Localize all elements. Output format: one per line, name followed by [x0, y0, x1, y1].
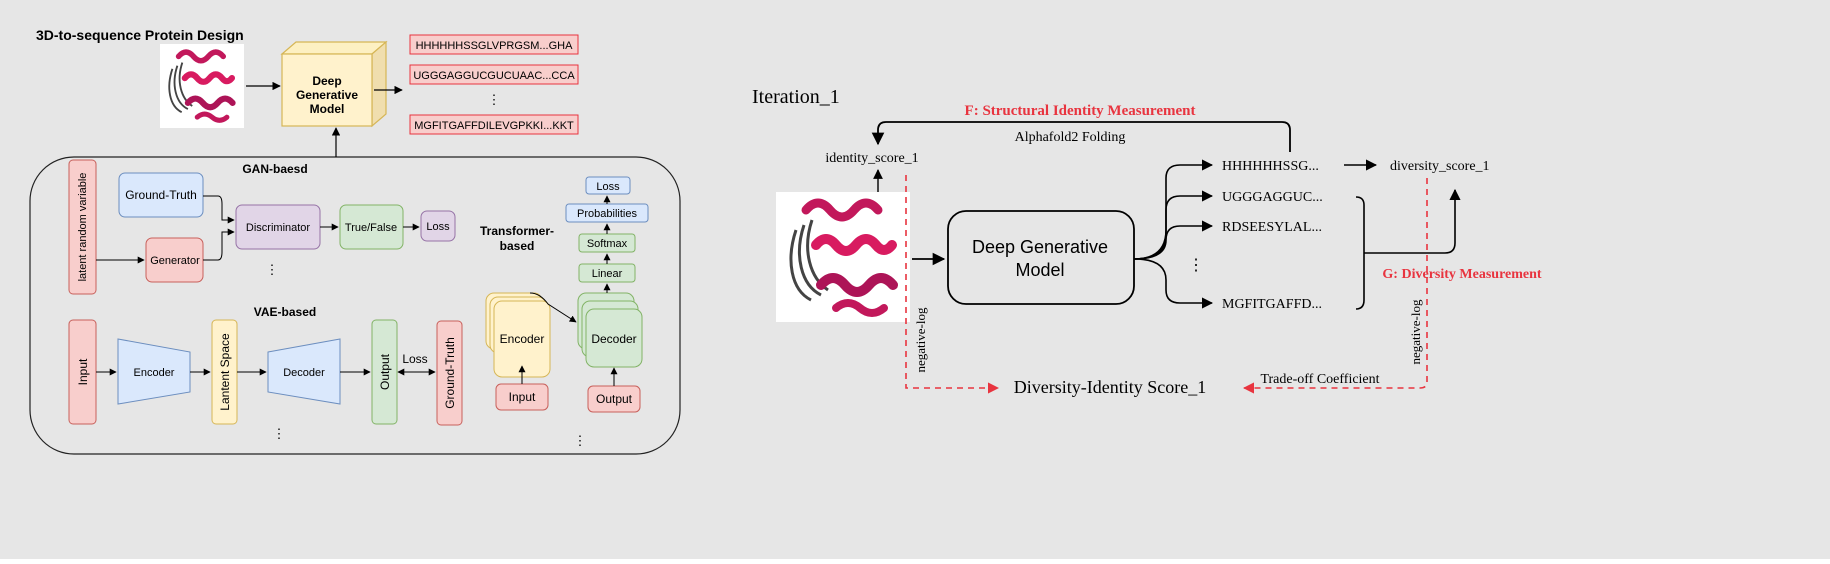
tradeoff-coefficient: Trade-off Coefficient [1260, 372, 1379, 387]
output-sequence-3: MGFITGAFFDILEVGPKKI...KKT [409, 114, 579, 135]
transformer-decoder-stack: Decoder [577, 292, 643, 368]
svg-text:Output: Output [596, 392, 633, 406]
models-container [29, 156, 681, 455]
latent-space-box: Lantent Space [211, 319, 238, 425]
arrow-gen-discriminator [203, 228, 235, 261]
svg-text:Decoder: Decoder [283, 367, 325, 379]
latent-variable-box: latent random variable [68, 159, 97, 295]
gan-ellipsis: ⋮ [266, 262, 279, 277]
svg-text:MGFITGAFFDILEVGPKKI...KKT: MGFITGAFFDILEVGPKKI...KKT [414, 120, 574, 132]
gan-ground-truth-box: Ground-Truth [118, 172, 204, 218]
vae-decoder: Decoder [267, 338, 341, 405]
arrow-encoder-decoder [529, 292, 577, 323]
arrow-folding-loop [871, 121, 1291, 152]
svg-text:Model: Model [1015, 260, 1064, 280]
right-panel-bg [742, 0, 1830, 559]
sequence-2: UGGGAGGUC... [1222, 190, 1323, 205]
diversity-identity-score: Diversity-Identity Score_1 [1014, 377, 1206, 397]
transformer-title-1: Transformer- [480, 224, 554, 238]
svg-text:Ground-Truth: Ground-Truth [443, 337, 457, 409]
sequence-ellipsis: ⋮ [1188, 257, 1204, 274]
linear-box: Linear [578, 263, 636, 283]
iteration-label: Iteration_1 [752, 86, 840, 108]
svg-text:HHHHHHSSGLVPRGSM...GHA: HHHHHHSSGLVPRGSM...GHA [416, 40, 574, 52]
svg-text:Loss: Loss [426, 221, 450, 233]
structural-identity-label: F: Structural Identity Measurement [965, 103, 1196, 119]
svg-text:Output: Output [378, 353, 392, 390]
dashed-identity-to-combined [905, 175, 1000, 394]
svg-text:Deep Generative: Deep Generative [972, 237, 1108, 257]
svg-text:latent random variable: latent random variable [77, 173, 89, 282]
discriminator-box: Discriminator [235, 204, 321, 250]
identity-score: identity_score_1 [825, 151, 918, 166]
arrow-bracket-diversity [1364, 188, 1461, 254]
svg-text:UGGGAGGUCGUCUAAC...CCA: UGGGAGGUCGUCUAAC...CCA [413, 70, 575, 82]
diversity-score: diversity_score_1 [1390, 159, 1490, 174]
generator-box: Generator [145, 237, 204, 283]
vae-loss-label: Loss [402, 352, 427, 366]
true-false-box: True/False [339, 204, 404, 250]
output-sequence-1: HHHHHHSSGLVPRGSM...GHA [409, 34, 579, 55]
svg-text:Generator: Generator [150, 255, 200, 267]
transformer-loss-box: Loss [585, 176, 631, 195]
probabilities-box: Probabilities [565, 203, 649, 223]
vae-ground-truth-box: Ground-Truth [436, 320, 463, 426]
deep-model-line2: Generative [296, 88, 358, 102]
deep-generative-model-right: Deep Generative Model [947, 210, 1135, 305]
alphafold-label: Alphafold2 Folding [1015, 130, 1126, 145]
svg-text:True/False: True/False [345, 222, 397, 234]
output-sequence-2: UGGGAGGUCGUCUAAC...CCA [409, 64, 579, 85]
negative-log-left: negative-log [913, 307, 928, 372]
sequence-4: MGFITGAFFD... [1222, 297, 1322, 312]
deep-model-line3: Model [310, 102, 345, 116]
transformer-encoder-stack: Encoder [485, 292, 551, 378]
gan-title: GAN-baesd [242, 162, 307, 176]
svg-text:Encoder: Encoder [500, 332, 545, 346]
svg-text:Decoder: Decoder [591, 332, 636, 346]
vae-input-box: Input [68, 319, 97, 425]
transformer-output-box: Output [587, 385, 641, 413]
negative-log-right: negative-log [1408, 299, 1423, 364]
arrow-model-seq3 [1133, 220, 1214, 260]
diversity-measurement-label: G: Diversity Measurement [1382, 267, 1541, 282]
svg-text:Probabilities: Probabilities [577, 208, 637, 220]
vae-encoder: Encoder [117, 338, 191, 405]
sequence-3: RDSEESYLAL... [1222, 220, 1322, 235]
transformer-ellipsis: ⋮ [574, 433, 587, 448]
svg-text:Softmax: Softmax [587, 238, 628, 250]
vae-output-box: Output [371, 319, 398, 425]
svg-text:Lantent Space: Lantent Space [218, 333, 232, 411]
protein-image-left [160, 44, 244, 128]
vae-ellipsis: ⋮ [273, 426, 286, 441]
protein-image-right [776, 192, 910, 322]
svg-text:Input: Input [509, 390, 536, 404]
transformer-input-box: Input [495, 383, 549, 411]
arrow-gt-discriminator [203, 195, 235, 224]
transformer-title-2: based [500, 239, 535, 253]
left-title: 3D-to-sequence Protein Design [36, 27, 244, 43]
sequence-1: HHHHHHSSG... [1222, 159, 1319, 174]
svg-text:Discriminator: Discriminator [246, 222, 311, 234]
svg-text:Encoder: Encoder [134, 367, 175, 379]
svg-text:Linear: Linear [592, 268, 623, 280]
gan-loss-box: Loss [420, 210, 456, 242]
deep-model-line1: Deep [312, 74, 341, 88]
deep-generative-model-box: Deep Generative Model [280, 40, 388, 128]
svg-text:Ground-Truth: Ground-Truth [125, 188, 197, 202]
vae-title: VAE-based [254, 305, 316, 319]
softmax-box: Softmax [578, 233, 636, 253]
svg-text:Input: Input [76, 358, 90, 385]
output-ellipsis: ⋮ [488, 92, 501, 107]
dashed-diversity-to-combined [1242, 178, 1428, 394]
arrow-model-seq4 [1133, 258, 1214, 309]
svg-text:Loss: Loss [596, 181, 620, 193]
